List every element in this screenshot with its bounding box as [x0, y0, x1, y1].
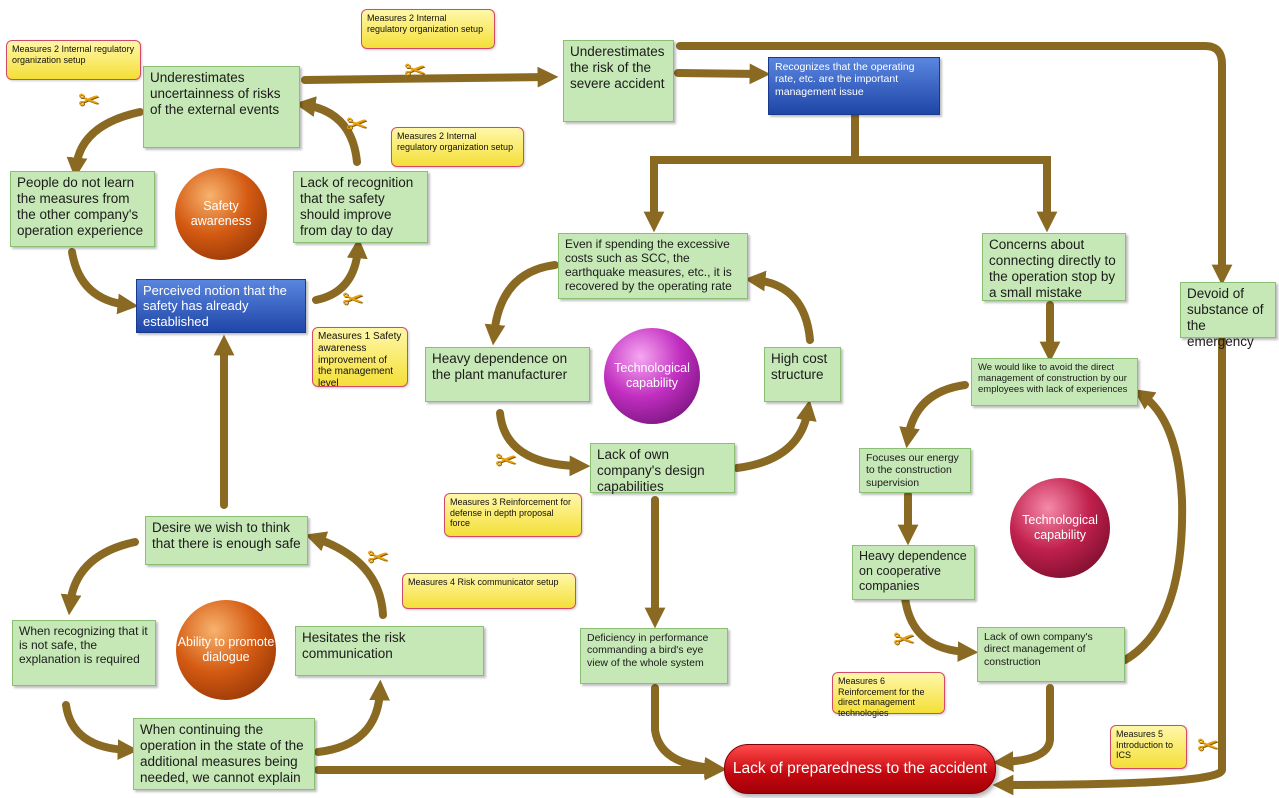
sphere-technological-capability-middle: Technological capability: [604, 328, 700, 424]
measure-4: Measures 4 Risk communicator setup: [402, 573, 576, 609]
measure-1: Measures 1 Safety awareness improvement …: [312, 327, 408, 389]
node-heavy-dependence-cooperative: Heavy dependence on cooperative companie…: [852, 545, 975, 600]
node-heavy-dependence-manufacturer: Heavy dependence on the plant manufactur…: [425, 347, 590, 402]
scissors-icon: ✂: [78, 86, 100, 116]
arrow-lackdesign-to-highcost: [733, 399, 817, 472]
arrow-heavy-to-lackdesign: [496, 409, 591, 477]
arrow-perceived-to-lackrecog: [312, 237, 368, 304]
arrow-lackdirect-to-final: [992, 684, 1054, 772]
measure-5: Measures 5 Introduction to ICS: [1110, 725, 1187, 769]
node-avoid-direct-management: We would like to avoid the direct manage…: [971, 358, 1138, 406]
arrow-severe-to-devoid: [676, 42, 1233, 286]
node-even-if-spending: Even if spending the excessive costs suc…: [558, 233, 748, 299]
arrow-highcost-to-even: [744, 270, 814, 344]
node-underestimates-severe: Underestimates the risk of the severe ac…: [563, 40, 674, 122]
arrow-desire-to-when-recognizing: [60, 538, 139, 616]
measure-3: Measures 3 Reinforcement for defense in …: [444, 493, 582, 537]
sphere-safety-awareness: Safety awareness: [175, 168, 267, 260]
node-devoid-substance: Devoid of substance of the emergency: [1180, 282, 1276, 349]
arrow-continuing-to-hesitates: [314, 679, 391, 756]
arrow-recognizes-right: [851, 156, 1058, 233]
node-perceived-notion: Perceived notion that the safety has alr…: [136, 279, 306, 333]
measure-2-top-left: Measures 2 Internal regulatory organizat…: [6, 40, 141, 80]
measure-2-mid: Measures 2 Internal regulatory organizat…: [391, 127, 524, 167]
scissors-icon: ✂: [367, 543, 389, 573]
node-lack-preparedness: Lack of preparedness to the accident: [724, 744, 996, 794]
node-when-recognizing: When recognizing that it is not safe, th…: [12, 620, 156, 686]
scissors-icon: ✂: [1197, 731, 1219, 761]
scissors-icon: ✂: [342, 285, 364, 315]
arrow-recognizes-split: [643, 111, 859, 233]
arrow-avoid-to-focuses: [899, 381, 969, 449]
arrow-deficiency-to-final: [651, 684, 726, 778]
node-lack-direct-management: Lack of own company's direct management …: [977, 627, 1125, 682]
measure-6: Measures 6 Reinforcement for the direct …: [832, 672, 945, 718]
arrow-people-to-perceived: [68, 248, 139, 315]
node-lack-design-capabilities: Lack of own company's design capabilitie…: [590, 443, 735, 494]
node-lack-of-recognition: Lack of recognition that the safety shou…: [293, 171, 428, 243]
node-hesitates-risk: Hesitates the risk communication: [295, 626, 484, 676]
arrow-lackrecog-to-external: [294, 96, 361, 166]
scissors-icon: ✂: [495, 446, 517, 476]
arrow-lackdirect-to-avoid: [1121, 389, 1187, 664]
scissors-icon: ✂: [893, 625, 915, 655]
node-deficiency-performance: Deficiency in performance commanding a b…: [580, 628, 728, 684]
arrow-severe-to-recognizes: [674, 63, 771, 85]
arrow-when-recognizing-to-continuing: [62, 701, 139, 761]
node-recognizes-operating-rate: Recognizes that the operating rate, etc.…: [768, 57, 940, 115]
arrow-even-to-heavy: [484, 261, 559, 346]
arrow-devoid-to-final: [992, 336, 1226, 796]
arrow-heavycoop-to-lackdirect: [901, 594, 979, 663]
arrow-external-to-severe: [301, 66, 559, 88]
scissors-icon: ✂: [404, 56, 426, 86]
node-when-continuing: When continuing the operation in the sta…: [133, 718, 315, 790]
sphere-technological-capability-right: Technological capability: [1010, 478, 1110, 578]
sphere-ability-dialogue: Ability to promote dialogue: [176, 600, 276, 700]
node-desire-safe: Desire we wish to think that there is en…: [145, 516, 308, 565]
scissors-icon: ✂: [346, 110, 368, 140]
node-people-do-not-learn: People do not learn the measures from th…: [10, 171, 155, 247]
node-underestimates-external: Underestimates uncertainness of risks of…: [143, 66, 300, 148]
node-focuses-energy: Focuses our energy to the construction s…: [859, 448, 971, 493]
arrow-hesitates-to-desire: [305, 531, 387, 619]
arrow-external-to-people: [66, 108, 144, 179]
node-concerns-connecting: Concerns about connecting directly to th…: [982, 233, 1126, 301]
measure-2-top-center: Measures 2 Internal regulatory organizat…: [361, 9, 495, 49]
node-high-cost-structure: High cost structure: [764, 347, 841, 402]
